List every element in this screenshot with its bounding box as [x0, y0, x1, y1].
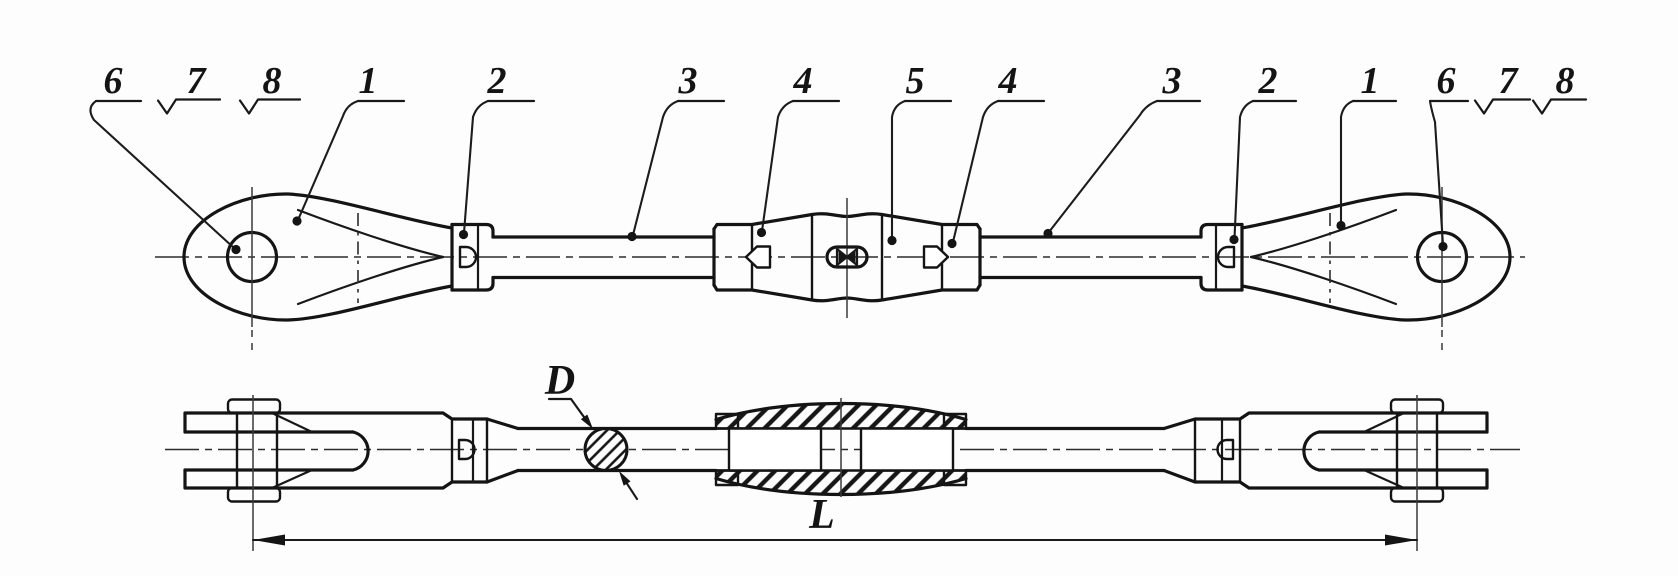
- callout-7-left: 7: [156, 60, 222, 115]
- callout-number: 8: [263, 60, 282, 102]
- callout-number: 3: [1162, 60, 1182, 102]
- diameter-arrowhead: [580, 414, 593, 429]
- rod-right-top: [978, 235, 1203, 280]
- jam-collar-left-bottom: [714, 469, 740, 487]
- clamp-key-notch-right: [1216, 245, 1236, 269]
- surface-finish-icon: [156, 98, 222, 115]
- callout-3-right: 3: [1043, 60, 1202, 239]
- callout-6-right: 6: [1428, 60, 1470, 252]
- top-view: [155, 187, 1525, 352]
- callout-1-right: 1: [1336, 60, 1398, 231]
- callout-number: 2: [487, 60, 507, 102]
- jam-collar-right-bottom: [942, 469, 968, 487]
- callout-8-right: 8: [1531, 60, 1588, 115]
- section-arrowhead: [619, 471, 631, 486]
- surface-finish-icon: [1473, 98, 1532, 115]
- callout-4-middle-left: 4: [756, 60, 841, 238]
- turnbuckle-section: [714, 398, 968, 497]
- callouts: 6 7 8 1 2 3: [89, 60, 1588, 255]
- diameter-section: D: [544, 358, 639, 501]
- rod-left-bottom: [516, 426, 718, 473]
- callout-2-left: 2: [458, 60, 536, 240]
- rod-cross-section: [583, 427, 629, 472]
- length-dimension: L: [251, 492, 1419, 546]
- clevis-fork-left: [183, 395, 520, 551]
- callout-number: 7: [187, 60, 208, 102]
- threaded-rod-end-left: [727, 427, 823, 472]
- jam-collar-left-top: [714, 412, 740, 430]
- clamp-ferrule-left: [450, 222, 495, 292]
- diameter-label: D: [544, 358, 575, 404]
- stud-tip-left: [744, 245, 772, 269]
- callout-number: 2: [1258, 60, 1278, 102]
- callout-1-left: 1: [292, 60, 406, 226]
- clamp-key-notch-bottom-right: [1216, 438, 1235, 461]
- callout-number: 8: [1556, 60, 1575, 102]
- callout-number: 1: [359, 60, 378, 102]
- rod-right-bottom: [964, 426, 1166, 473]
- callout-number: 5: [906, 60, 925, 102]
- callout-number: 3: [678, 60, 698, 102]
- adjuster-window: [825, 245, 869, 269]
- callout-number: 4: [793, 60, 813, 102]
- callout-6-left: 6: [89, 60, 241, 255]
- eye-end-right: [1240, 187, 1512, 352]
- callout-7-right: 7: [1473, 60, 1532, 115]
- callout-2-right: 2: [1229, 60, 1298, 245]
- rod-left-top: [491, 235, 716, 280]
- callout-number: 4: [998, 60, 1018, 102]
- clamp-key-notch-bottom-left: [457, 438, 476, 461]
- jam-collar-right-top: [942, 412, 968, 430]
- turnbuckle-top: [712, 198, 982, 318]
- callout-4-middle-right: 4: [947, 60, 1046, 249]
- callout-number: 6: [1437, 60, 1456, 102]
- pin-cap-top-left: [226, 398, 282, 415]
- callout-number: 7: [1499, 60, 1520, 102]
- fork-slot-end-right: [1302, 430, 1321, 472]
- diameter-leader: [547, 397, 591, 426]
- threaded-rod-end-right: [859, 427, 955, 472]
- clevis-fork-right: [1162, 395, 1489, 551]
- length-label: L: [808, 492, 835, 538]
- fork-slot-end-left: [351, 430, 370, 472]
- eye-end-left: [182, 187, 454, 352]
- dimension-arrowhead-left: [253, 534, 285, 546]
- surface-finish-icon: [1531, 98, 1588, 115]
- pin-cap-bottom-left: [226, 486, 282, 503]
- bottom-view: D: [165, 358, 1520, 551]
- callout-5-middle: 5: [887, 60, 953, 246]
- callout-number: 6: [104, 60, 123, 102]
- stud-tip-right: [922, 245, 950, 269]
- clamp-key-notch-left: [458, 245, 478, 269]
- callout-3-middle: 3: [627, 60, 726, 242]
- surface-finish-icon: [238, 98, 302, 115]
- clamp-ferrule-right: [1199, 222, 1244, 292]
- callout-8-left: 8: [238, 60, 302, 115]
- callout-number: 1: [1361, 60, 1380, 102]
- dimension-arrowhead-right: [1385, 534, 1417, 546]
